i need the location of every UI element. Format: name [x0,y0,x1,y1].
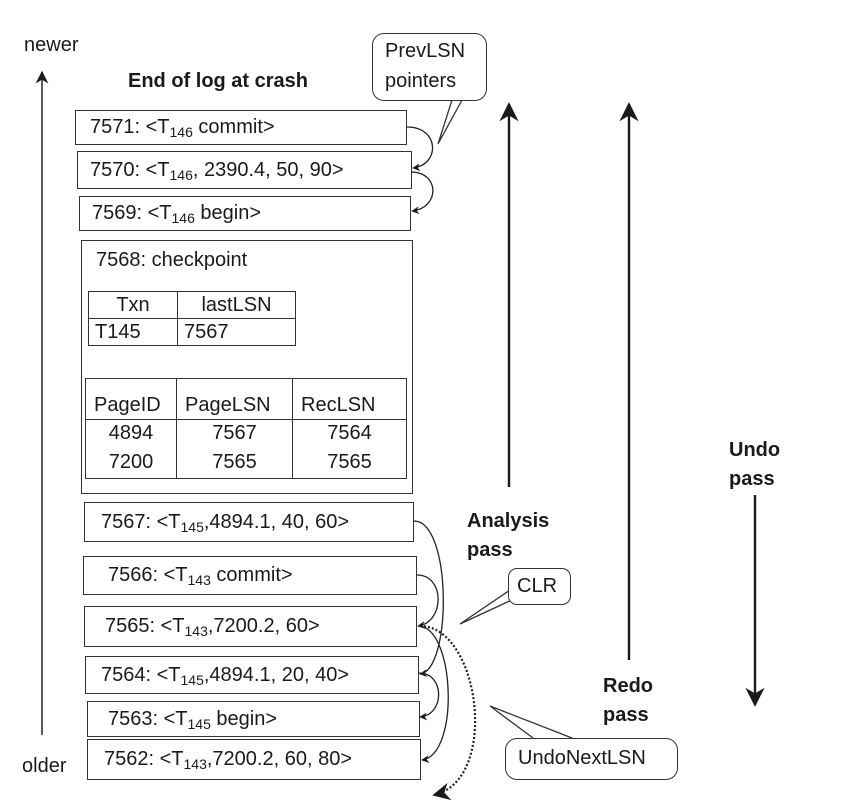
pagelsn-cell: 7565 [176,446,293,479]
log-record-7564: 7564: <T145,4894.1, 20, 40> [85,656,419,694]
prevlsn-pointer-7565-7562 [417,625,449,763]
undo-pass-label: Undo pass [729,436,780,494]
reclsn-cell: 7564 [292,419,407,446]
log-record-7569: 7569: <T146 begin> [79,196,411,231]
prevlsn-pointer-7566-7565 [416,574,439,629]
lastlsn-header: lastLSN [177,291,296,319]
log-record-7570: 7570: <T146, 2390.4, 50, 90> [77,151,412,189]
record-text: 7571: <T146 commit> [90,116,275,140]
pageid-cell: 7200 [85,446,177,479]
undonextlsn-pointer [419,624,477,801]
lastlsn-cell: 7567 [177,318,296,346]
prevlsn-bubble-tail [437,99,463,145]
txn-cell: T145 [88,318,178,346]
diagram-title: End of log at crash [128,70,309,92]
log-record-7565: 7565: <T143,7200.2, 60> [84,606,417,647]
older-label: older [22,755,67,777]
redo-pass-line1: Redo [603,675,653,697]
record-text: 7564: <T145,4894.1, 20, 40> [101,663,350,688]
checkpoint-record: 7568: checkpoint Txn lastLSN T145 7567 P… [81,240,413,494]
record-text: 7566: <T143 commit> [108,564,293,588]
pagelsn-header: PageLSN [176,378,293,420]
clr-callout: CLR [508,568,571,605]
dirty-page-table: PageID PageLSN RecLSN 4894 7567 7564 720… [85,378,407,479]
transaction-table: Txn lastLSN T145 7567 [88,291,296,346]
checkpoint-title: 7568: checkpoint [96,249,248,271]
prevlsn-pointers-callout: PrevLSN pointers [372,33,487,101]
record-text: 7567: <T145,4894.1, 40, 60> [101,510,350,535]
undonextlsn-callout: UndoNextLSN [505,738,678,780]
redo-pass-label: Redo pass [603,672,653,730]
txn-header: Txn [88,291,178,319]
pageid-cell: 4894 [85,419,177,446]
analysis-pass-line2: pass [467,539,513,561]
log-record-7563: 7563: <T145 begin> [87,701,420,737]
log-record-7562: 7562: <T143,7200.2, 60, 80> [87,739,421,780]
redo-pass-line2: pass [603,704,649,726]
log-record-7567: 7567: <T145,4894.1, 40, 60> [84,502,414,542]
reclsn-header: RecLSN [292,378,407,420]
undo-pass-line2: pass [729,468,775,490]
undo-pass-line1: Undo [729,439,781,461]
undonextlsn-bubble-tail [489,705,573,739]
record-text: 7570: <T146, 2390.4, 50, 90> [90,158,344,183]
log-record-7566: 7566: <T143 commit> [83,556,417,595]
record-text: 7563: <T145 begin> [108,707,278,732]
pagelsn-cell: 7567 [176,419,293,446]
prevlsn-pointer-7570-7569 [410,171,434,215]
record-text: 7569: <T146 begin> [92,202,262,226]
prevlsn-pointer-7564-7563 [418,672,440,721]
analysis-pass-line1: Analysis [467,510,550,532]
analysis-pass-label: Analysis pass [467,507,549,565]
newer-label: newer [24,34,79,56]
reclsn-cell: 7565 [292,446,407,479]
prevlsn-callout-line2: pointers [385,70,457,92]
prevlsn-callout-line1: PrevLSN [385,40,466,62]
prevlsn-pointer-7567-7564 [413,520,444,677]
log-record-7571: 7571: <T146 commit> [75,110,407,145]
pageid-header: PageID [85,378,177,420]
record-text: 7562: <T143,7200.2, 60, 80> [104,748,353,772]
record-text: 7565: <T143,7200.2, 60> [105,615,320,639]
